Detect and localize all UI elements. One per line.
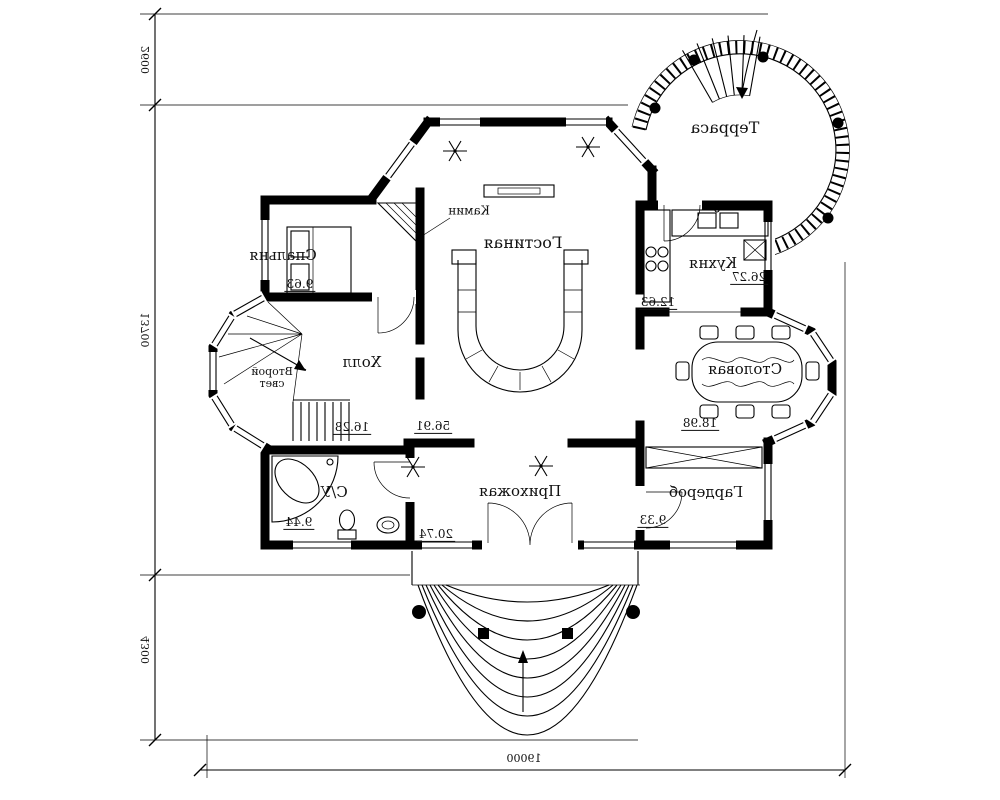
room-label-terrace: Терраса bbox=[690, 118, 760, 138]
windows bbox=[206, 115, 837, 552]
bed bbox=[286, 226, 352, 294]
plant-icon bbox=[528, 455, 554, 477]
dim-label-left-bottom: 4300 bbox=[138, 636, 152, 664]
area-label-entry: 20.74 bbox=[416, 526, 456, 543]
doors bbox=[372, 198, 702, 553]
terrace-structure bbox=[631, 29, 850, 258]
bathtub bbox=[271, 455, 339, 523]
terrace-arrow-icon bbox=[736, 29, 758, 99]
dimension-lines bbox=[140, 7, 852, 778]
porch-steps bbox=[411, 551, 640, 736]
stair-arrow-icon bbox=[249, 337, 307, 371]
sink bbox=[376, 516, 400, 534]
room-label-wardrobe: Гардероб bbox=[668, 482, 744, 501]
room-label-bedroom: Спальня bbox=[249, 245, 317, 264]
dim-label-bottom: 19000 bbox=[506, 751, 542, 765]
area-label-bedroom: 9.63 bbox=[284, 276, 316, 293]
dim-label-left-top: 2600 bbox=[138, 46, 152, 74]
area-label-dining: 18.98 bbox=[680, 415, 720, 432]
corner-fireplace bbox=[376, 202, 451, 244]
wardrobe-cabinet bbox=[645, 446, 763, 469]
area-label-terrace: 26.27 bbox=[729, 269, 769, 286]
staircase bbox=[218, 301, 350, 441]
annotation-fireplace: Камин bbox=[448, 203, 490, 218]
room-label-kitchen: Кухня bbox=[688, 253, 738, 272]
wall-niche bbox=[483, 184, 555, 198]
area-label-wardrobe: 9.33 bbox=[637, 512, 669, 529]
room-label-hall: Холл bbox=[342, 352, 382, 371]
plant-icon bbox=[442, 140, 468, 162]
room-label-bathroom: С/У bbox=[320, 482, 348, 501]
dim-label-left-middle: 13700 bbox=[138, 312, 152, 348]
terrace-columns bbox=[649, 51, 844, 224]
room-label-living: Гостиная bbox=[483, 233, 563, 253]
area-label-living: 56.91 bbox=[413, 418, 453, 435]
plant-icon bbox=[575, 136, 601, 158]
dining-table bbox=[675, 325, 820, 419]
kitchen-counters bbox=[643, 207, 769, 303]
annotation-void: Второй свет bbox=[251, 364, 293, 390]
area-label-kitchen: 12.63 bbox=[638, 294, 678, 311]
toilet bbox=[337, 509, 357, 540]
entry-arrow-icon bbox=[518, 650, 528, 712]
sofa bbox=[451, 249, 589, 393]
room-label-entry: Прихожая bbox=[478, 481, 562, 500]
room-label-dining: Столовая bbox=[707, 359, 783, 378]
area-label-bathroom: 9.44 bbox=[283, 514, 315, 531]
area-label-hall: 16.28 bbox=[332, 419, 372, 436]
